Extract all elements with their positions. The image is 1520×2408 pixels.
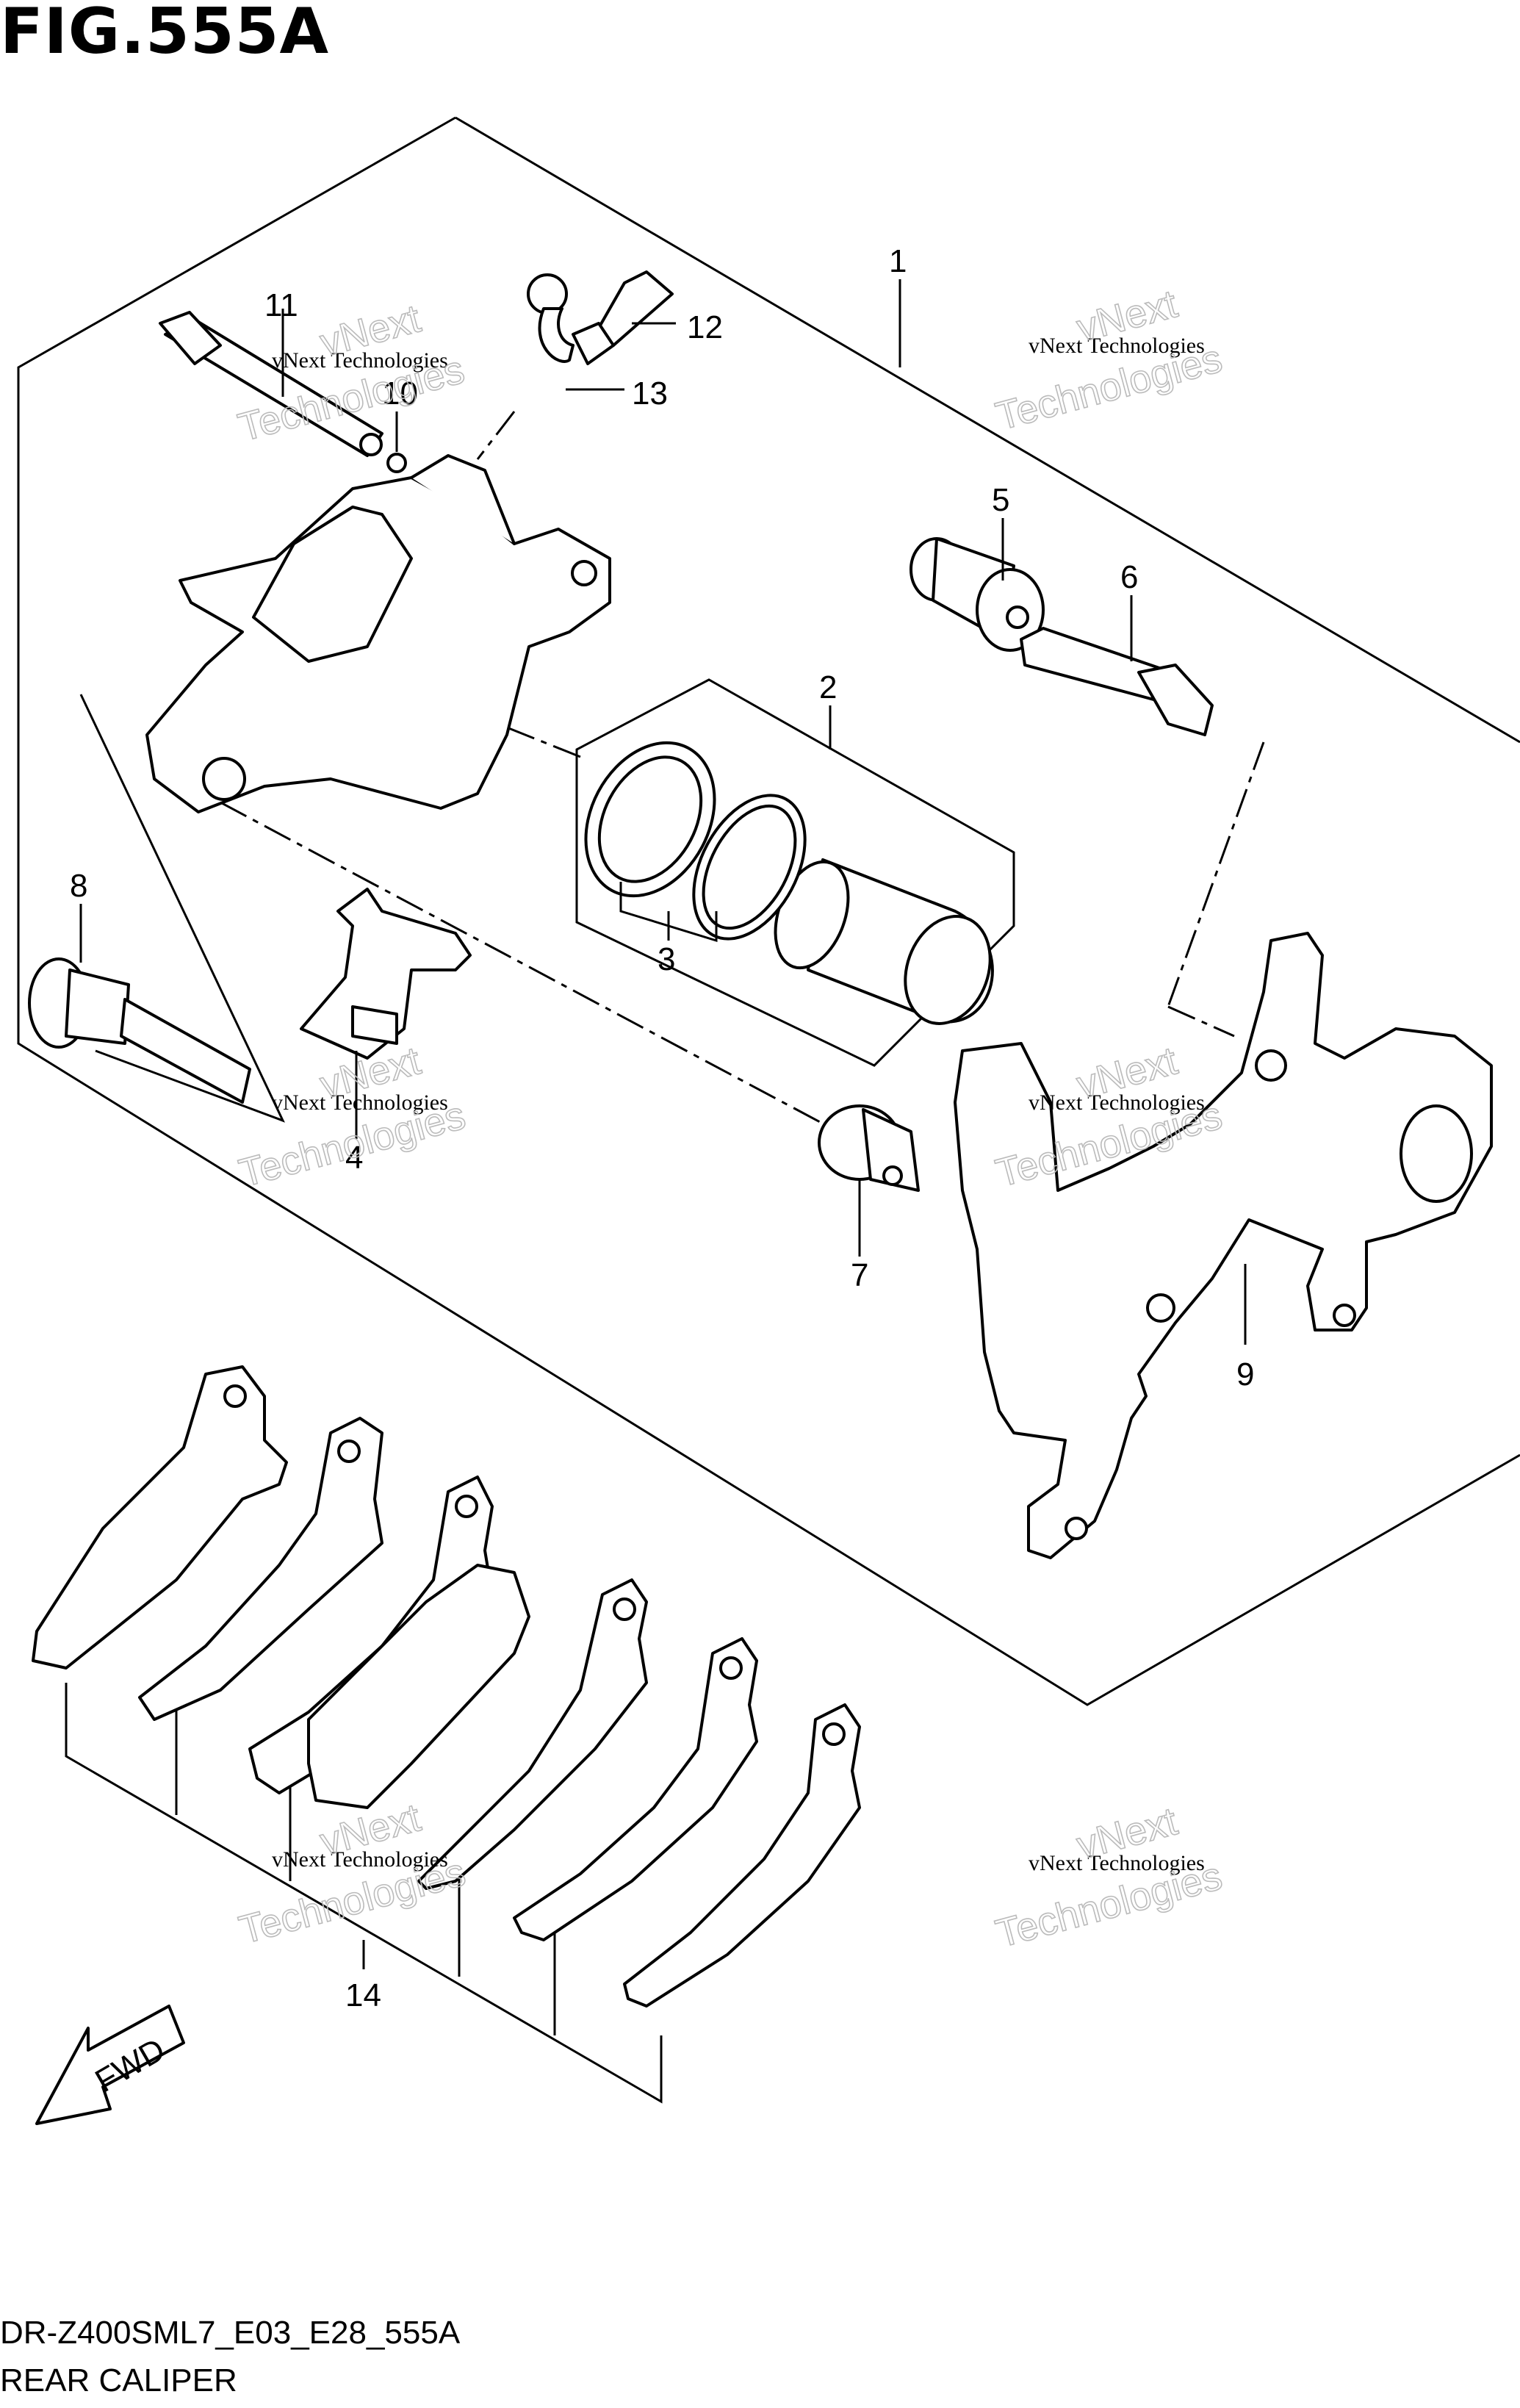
callout-3: 3 (658, 941, 675, 977)
watermark-bottom-right: vNext Technologies vNext Technologies (991, 1799, 1228, 1957)
part-5-sleeve (910, 537, 1045, 652)
pin-guide-lines (79, 694, 285, 1123)
svg-text:vNext Technologies: vNext Technologies (272, 348, 448, 373)
assembly-outline (17, 116, 1520, 1706)
figure-name: REAR CALIPER (0, 2362, 237, 2398)
callout-10: 10 (382, 375, 418, 411)
figure-title: FIG.555A (0, 0, 330, 68)
figure-code: DR-Z400SML7_E03_E28_555A (0, 2315, 461, 2351)
part-8-slide-pin (28, 957, 251, 1104)
svg-text:vNext Technologies: vNext Technologies (272, 1090, 448, 1115)
part-14-pads (32, 1365, 861, 2008)
pad-group-outline (65, 1683, 663, 2104)
part-13-bleeder-cap (527, 273, 574, 363)
svg-text:vNext Technologies: vNext Technologies (1029, 1851, 1205, 1875)
callout-9: 9 (1236, 1356, 1254, 1392)
callout-13: 13 (632, 375, 668, 411)
part-11-pin-bolt (159, 311, 383, 457)
callout-6: 6 (1120, 559, 1138, 595)
part-3-seals (584, 741, 807, 943)
part-4-pad-spring (300, 888, 472, 1060)
svg-text:vNext Technologies: vNext Technologies (1029, 334, 1205, 358)
caliper-body (145, 454, 611, 813)
callout-12: 12 (687, 309, 723, 345)
part-6-pin (1020, 627, 1214, 736)
part-9-bracket (954, 932, 1493, 1559)
svg-text:vNext Technologies: vNext Technologies (272, 1847, 448, 1872)
callout-7: 7 (851, 1257, 868, 1293)
callout-1: 1 (889, 243, 907, 279)
callout-2: 2 (819, 669, 837, 705)
part-2-piston (774, 858, 994, 1025)
part-7-boot (818, 1104, 920, 1192)
callout-8: 8 (70, 868, 87, 904)
callout-14: 14 (345, 1977, 381, 2013)
callout-11: 11 (264, 287, 298, 323)
part-10-ring (386, 453, 407, 473)
callout-5: 5 (992, 482, 1009, 518)
watermark-top-right: vNext Technologies vNext Technologies (991, 281, 1228, 439)
svg-text:vNext Technologies: vNext Technologies (1029, 1090, 1205, 1115)
piston-group-box (575, 678, 1015, 1067)
callout-4: 4 (345, 1140, 363, 1176)
fwd-arrow: FWD (35, 2005, 185, 2125)
part-12-bleeder-screw (572, 270, 674, 365)
callout-leaders (79, 279, 1247, 1969)
